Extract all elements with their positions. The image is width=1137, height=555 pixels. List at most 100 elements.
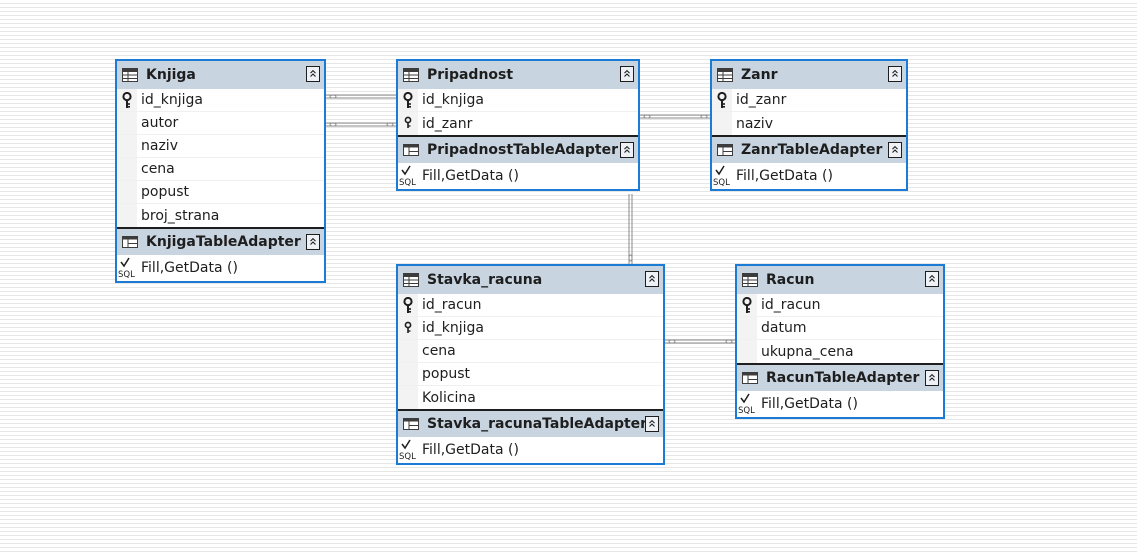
column-name: id_knjiga <box>422 320 485 336</box>
column-name: datum <box>761 320 807 336</box>
column-name: ukupna_cena <box>761 343 854 360</box>
table-stavka-racuna[interactable]: Stavka_racuna id_racun id_knjiga cena po… <box>396 264 665 465</box>
column-row[interactable]: popust <box>398 363 663 386</box>
adapter-title: RacunTableAdapter <box>766 370 920 386</box>
column-row[interactable]: id_racun <box>737 294 943 317</box>
table-icon <box>717 68 733 82</box>
collapse-icon[interactable] <box>620 142 634 158</box>
table-adapter-icon <box>403 417 419 431</box>
column-name: naziv <box>736 115 773 132</box>
column-name: autor <box>141 115 179 131</box>
collapse-icon[interactable] <box>645 416 659 432</box>
collapse-icon[interactable] <box>888 142 902 158</box>
table-title: Stavka_racuna <box>427 272 543 288</box>
table-icon <box>403 273 419 287</box>
collapse-icon[interactable] <box>306 234 320 250</box>
table-header[interactable]: Zanr <box>712 61 906 89</box>
column-row[interactable]: cena <box>117 158 324 181</box>
column-name: broj_strana <box>141 207 220 224</box>
table-header[interactable]: Knjiga <box>117 61 324 89</box>
column-list: id_zanr naziv <box>712 89 906 135</box>
collapse-icon[interactable] <box>925 271 939 287</box>
column-row[interactable]: broj_strana <box>117 204 324 227</box>
primary-key-icon <box>402 297 414 314</box>
column-row[interactable]: datum <box>737 317 943 340</box>
sql-query-icon <box>712 165 732 187</box>
column-name: id_racun <box>761 297 821 313</box>
table-header[interactable]: Pripadnost <box>398 61 638 89</box>
relation-knjiga-pripadnost-2[interactable] <box>326 122 398 127</box>
table-knjiga[interactable]: Knjiga id_knjiga autor naziv cena popust… <box>115 59 326 283</box>
query-row[interactable]: Fill,GetData () <box>398 437 663 463</box>
column-row[interactable]: id_zanr <box>712 89 906 112</box>
adapter-header[interactable]: PripadnostTableAdapter <box>398 135 638 163</box>
adapter-header[interactable]: RacunTableAdapter <box>737 363 943 391</box>
collapse-icon[interactable] <box>306 66 320 82</box>
column-list: id_knjiga id_zanr <box>398 89 638 135</box>
key-icon <box>402 115 414 132</box>
query-row[interactable]: Fill,GetData () <box>117 255 324 281</box>
column-name: id_racun <box>422 297 482 313</box>
sql-query-icon <box>398 165 418 187</box>
adapter-title: Stavka_racunaTableAdapter <box>427 416 648 432</box>
primary-key-icon <box>402 92 414 109</box>
relation-knjiga-pripadnost-1[interactable] <box>326 94 398 99</box>
relation-pripadnost-stavka[interactable] <box>628 194 633 265</box>
column-list: id_racun datum ukupna_cena <box>737 294 943 363</box>
table-zanr[interactable]: Zanr id_zanr naziv ZanrTableAdapter Fill… <box>710 59 908 191</box>
column-list: id_racun id_knjiga cena popust Kolicina <box>398 294 663 409</box>
table-title: Knjiga <box>146 67 196 83</box>
column-row[interactable]: id_knjiga <box>398 317 663 340</box>
column-name: id_knjiga <box>141 92 204 108</box>
column-row[interactable]: ukupna_cena <box>737 340 943 363</box>
column-row[interactable]: naziv <box>117 135 324 158</box>
table-icon <box>742 273 758 287</box>
relation-stavka-racun[interactable] <box>665 339 737 344</box>
column-row[interactable]: id_knjiga <box>117 89 324 112</box>
column-row[interactable]: naziv <box>712 112 906 135</box>
table-title: Racun <box>766 272 815 288</box>
table-title: Pripadnost <box>427 67 514 83</box>
adapter-header[interactable]: KnjigaTableAdapter <box>117 227 324 255</box>
collapse-icon[interactable] <box>925 370 939 386</box>
adapter-header[interactable]: ZanrTableAdapter <box>712 135 906 163</box>
column-name: cena <box>422 343 456 359</box>
collapse-icon[interactable] <box>620 66 634 82</box>
table-adapter-icon <box>403 143 419 157</box>
column-row[interactable]: id_racun <box>398 294 663 317</box>
adapter-header[interactable]: Stavka_racunaTableAdapter <box>398 409 663 437</box>
column-name: naziv <box>141 138 178 154</box>
collapse-icon[interactable] <box>645 271 659 287</box>
column-row[interactable]: id_zanr <box>398 112 638 135</box>
relation-pripadnost-zanr[interactable] <box>640 114 712 119</box>
table-header[interactable]: Racun <box>737 266 943 294</box>
table-header[interactable]: Stavka_racuna <box>398 266 663 294</box>
column-row[interactable]: popust <box>117 181 324 204</box>
column-name: popust <box>141 184 189 200</box>
column-row[interactable]: cena <box>398 340 663 363</box>
query-name: Fill,GetData () <box>422 168 519 184</box>
column-name: cena <box>141 161 175 177</box>
collapse-icon[interactable] <box>888 66 902 82</box>
key-icon <box>402 320 414 337</box>
table-pripadnost[interactable]: Pripadnost id_knjiga id_zanr PripadnostT… <box>396 59 640 191</box>
primary-key-icon <box>121 92 133 109</box>
query-row[interactable]: Fill,GetData () <box>737 391 943 417</box>
column-row[interactable]: autor <box>117 112 324 135</box>
table-adapter-icon <box>717 143 733 157</box>
column-row[interactable]: id_knjiga <box>398 89 638 112</box>
query-row[interactable]: Fill,GetData () <box>398 163 638 189</box>
column-name: Kolicina <box>422 389 476 406</box>
column-name: popust <box>422 366 470 382</box>
table-icon <box>403 68 419 82</box>
sql-query-icon <box>398 439 418 461</box>
adapter-title: PripadnostTableAdapter <box>427 142 618 158</box>
query-row[interactable]: Fill,GetData () <box>712 163 906 189</box>
column-row[interactable]: Kolicina <box>398 386 663 409</box>
table-title: Zanr <box>741 67 778 83</box>
table-racun[interactable]: Racun id_racun datum ukupna_cena RacunTa… <box>735 264 945 419</box>
primary-key-icon <box>716 92 728 109</box>
table-adapter-icon <box>122 235 138 249</box>
sql-query-icon <box>117 257 137 279</box>
